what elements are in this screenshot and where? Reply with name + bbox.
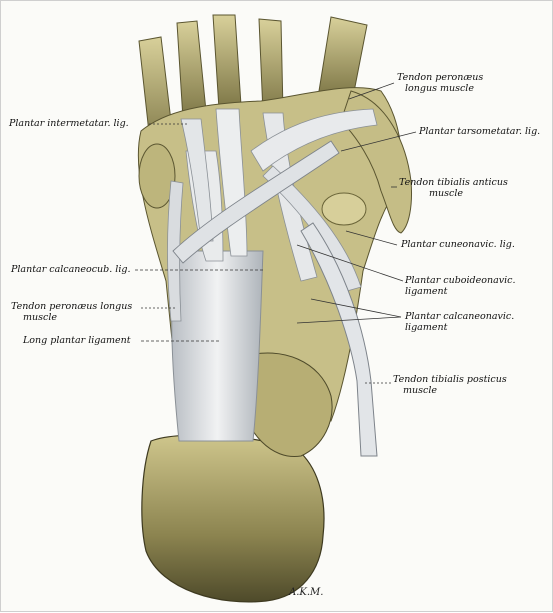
label-plantar-calcaneocub-lig: Plantar calcaneocub. lig. [11, 264, 131, 275]
cuboid-prominence [138, 143, 176, 209]
artist-signature: A.K.M. [289, 587, 324, 598]
tibialis-posticus-tendon [300, 222, 378, 457]
label-plantar-calcaneonavic-ligament: Plantar calcaneonavic. ligament [405, 311, 515, 333]
long-plantar-ligament [171, 250, 264, 442]
navicular-tuberosity [321, 192, 367, 226]
label-long-plantar-ligament: Long plantar ligament [23, 335, 131, 346]
metatarsal-3 [212, 14, 242, 110]
label-tendon-peronaeus-longus-left: Tendon peronæus longus muscle [11, 301, 133, 323]
label-plantar-cuneonavic-lig: Plantar cuneonavic. lig. [401, 239, 515, 250]
label-plantar-tarsometatar-lig: Plantar tarsometatar. lig. [419, 126, 541, 137]
peronaeus-longus-tendon [172, 140, 340, 264]
label-tendon-peronaeus-longus-top: Tendon peronæus longus muscle [397, 72, 484, 94]
ligament-fibers [167, 108, 378, 442]
label-plantar-intermetatar-lig: Plantar intermetatar. lig. [9, 118, 129, 129]
label-tendon-tibialis-posticus: Tendon tibialis posticus muscle [393, 374, 507, 396]
metatarsal-1 [318, 16, 368, 98]
calcaneus [141, 434, 325, 603]
label-plantar-cuboideonavic-ligament: Plantar cuboideonavic. ligament [405, 275, 516, 297]
plantar-tarsometatarsal-fan [250, 108, 378, 172]
calcaneus-upper [240, 352, 333, 457]
metatarsal-4 [176, 20, 207, 120]
label-tendon-tibialis-anticus: Tendon tibialis anticus muscle [399, 177, 508, 199]
leader-lines [135, 82, 417, 384]
